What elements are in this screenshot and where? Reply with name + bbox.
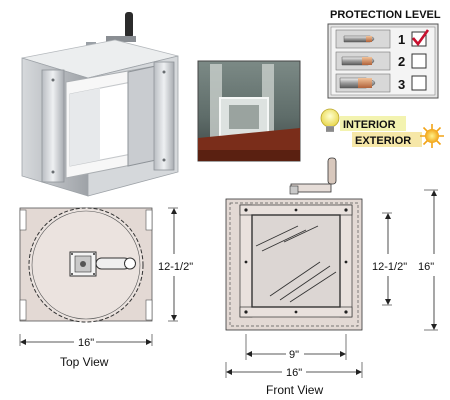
interior-label: INTERIOR xyxy=(343,119,396,131)
front-view-window-height-dimension: 12-1/2" xyxy=(372,261,407,273)
protection-level-row-3: 3 xyxy=(335,73,427,93)
top-view-depth-dimension: 12-1/2" xyxy=(158,261,193,273)
exterior-badge xyxy=(352,132,422,147)
front-view-caption: Front View xyxy=(266,383,323,397)
interior-badge xyxy=(340,116,406,131)
protection-level-number: 1 xyxy=(398,32,405,47)
protection-level-number: 2 xyxy=(398,54,405,69)
protection-level-title: PROTECTION LEVEL xyxy=(330,9,441,21)
front-view-total-width-dimension: 16" xyxy=(286,367,302,379)
sun-icon xyxy=(420,124,444,148)
protection-level-row-2: 2 xyxy=(335,51,427,71)
protection-level-row-1: 1 xyxy=(335,29,430,49)
lightbulb-icon xyxy=(320,108,340,132)
exterior-label: EXTERIOR xyxy=(355,135,411,147)
protection-level-panel: PROTECTION LEVEL 1 2 3 xyxy=(327,9,441,99)
level-checkbox[interactable] xyxy=(411,53,427,69)
front-view-total-height-dimension: 16" xyxy=(418,261,434,273)
level-checkbox[interactable] xyxy=(411,75,427,91)
checkmark-icon xyxy=(412,29,430,47)
product-render xyxy=(21,12,179,197)
front-view-opening-width-dimension: 9" xyxy=(289,349,299,361)
top-view-width-dimension: 16" xyxy=(78,337,94,349)
interior-exterior-legend: INTERIOR EXTERIOR xyxy=(320,108,444,148)
top-view-caption: Top View xyxy=(60,355,109,369)
protection-level-number: 3 xyxy=(398,77,405,92)
front-view-drawing: 12-1/2" 16" 9" 16" Front View xyxy=(225,157,438,397)
install-photo xyxy=(197,60,301,162)
top-view-drawing: 12-1/2" 16" Top View xyxy=(19,207,193,369)
